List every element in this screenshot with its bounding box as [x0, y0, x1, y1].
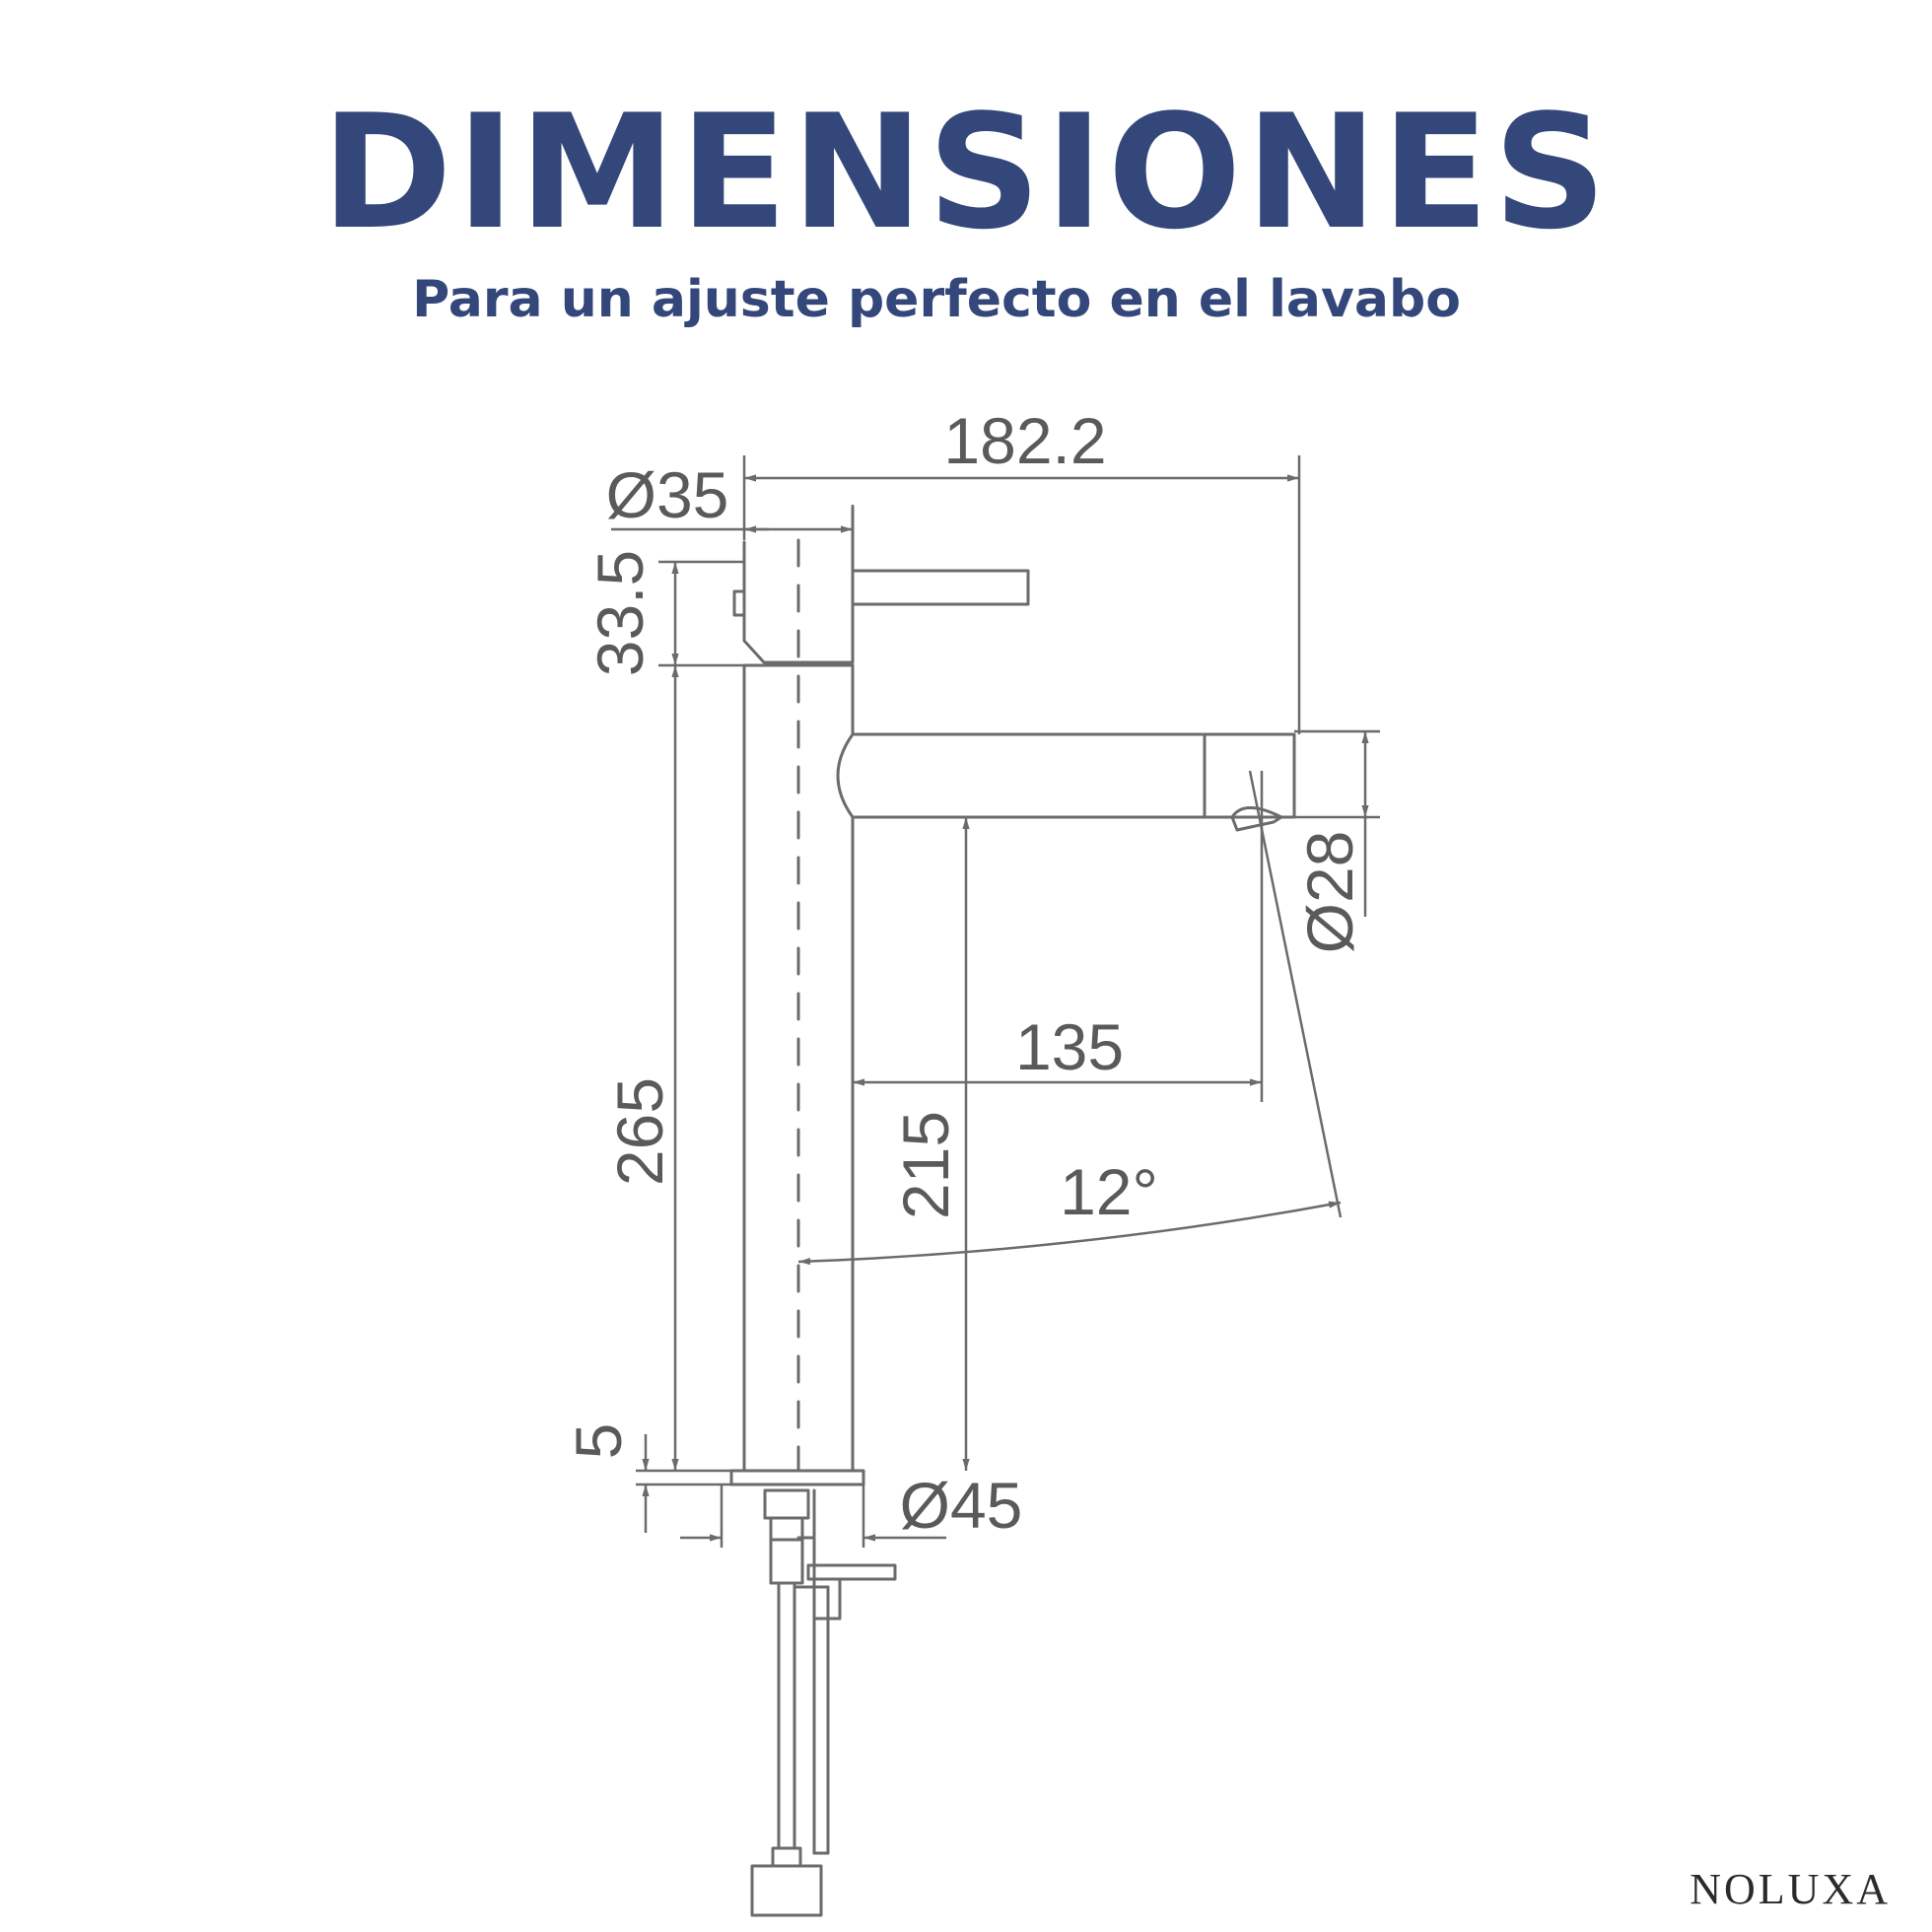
- label-spout-angle: 12°: [1060, 1155, 1158, 1228]
- spout: [836, 732, 1296, 832]
- dim-handle-diameter: [611, 505, 855, 540]
- label-base-diameter: Ø45: [900, 1469, 1023, 1542]
- dim-base-diameter: [680, 1484, 946, 1548]
- dim-handle-height: [658, 560, 744, 667]
- label-overall-reach: 182.2: [943, 404, 1106, 477]
- label-spout-diameter: Ø28: [1293, 831, 1366, 954]
- page-title: DIMENSIONES: [321, 80, 1611, 264]
- handle-lever: [732, 506, 1030, 664]
- dim-spout-angle: [797, 770, 1343, 1266]
- label-spout-height: 215: [889, 1111, 962, 1219]
- label-spout-reach: 135: [1015, 1010, 1124, 1083]
- page-subtitle: Para un ajuste perfecto en el lavabo: [412, 270, 1461, 329]
- dim-spout-diameter: [1294, 729, 1380, 917]
- brand-logo: NOLUXA: [1690, 1865, 1891, 1913]
- label-handle-height: 33.5: [584, 550, 656, 676]
- label-handle-diameter: Ø35: [606, 458, 729, 531]
- inlet-hoses: [750, 1488, 897, 1917]
- faucet-body: [742, 663, 855, 1473]
- label-base-thickness: 5: [562, 1423, 635, 1460]
- base-plate: [729, 1469, 865, 1486]
- label-body-height: 265: [603, 1077, 676, 1186]
- dim-body-height: [636, 665, 731, 1486]
- dim-overall-reach: [742, 455, 1301, 734]
